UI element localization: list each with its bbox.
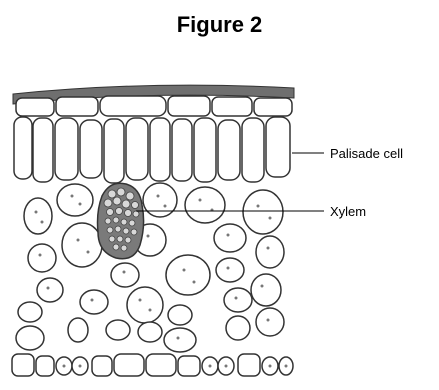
upper-epidermis [13, 85, 294, 116]
palisade-layer [14, 117, 290, 183]
xylem-label: Xylem [330, 204, 366, 219]
xylem-bundle [98, 183, 144, 259]
palisade-cell-label: Palisade cell [330, 146, 403, 161]
lower-epidermis [12, 354, 293, 376]
spongy-mesophyll [16, 183, 284, 352]
